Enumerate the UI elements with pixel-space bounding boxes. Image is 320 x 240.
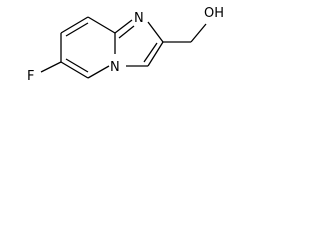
double-bond-c6-c5-inner	[65, 58, 89, 73]
substituent-bonds	[40, 23, 207, 73]
ring-nitrogen-atom-label: N	[134, 11, 144, 26]
bond-c8-c7	[60, 16, 89, 34]
bond-n1-c2	[147, 21, 164, 43]
five-membered-ring	[114, 19, 164, 67]
bond-c5-n4	[87, 65, 110, 79]
bond-c6-c5	[60, 61, 89, 79]
six-membered-ring	[60, 16, 116, 79]
bridgehead-nitrogen-atom-label: N	[110, 60, 120, 75]
structure-diagram: F N N OH	[27, 6, 224, 84]
bond-c2-c3-double	[143, 42, 158, 63]
hydroxyl-group-label: OH	[204, 6, 224, 21]
bond-ch2-o	[190, 23, 207, 43]
fluorine-atom-label: F	[27, 69, 34, 84]
bond-c8a-n1-double	[118, 25, 135, 39]
bond-c2-c3	[147, 41, 164, 67]
bond-c8a-c8	[87, 16, 116, 34]
bond-c6-f	[40, 61, 62, 73]
double-bond-c8-c7-inner	[65, 22, 89, 37]
bond-c8a-n1	[114, 19, 133, 34]
